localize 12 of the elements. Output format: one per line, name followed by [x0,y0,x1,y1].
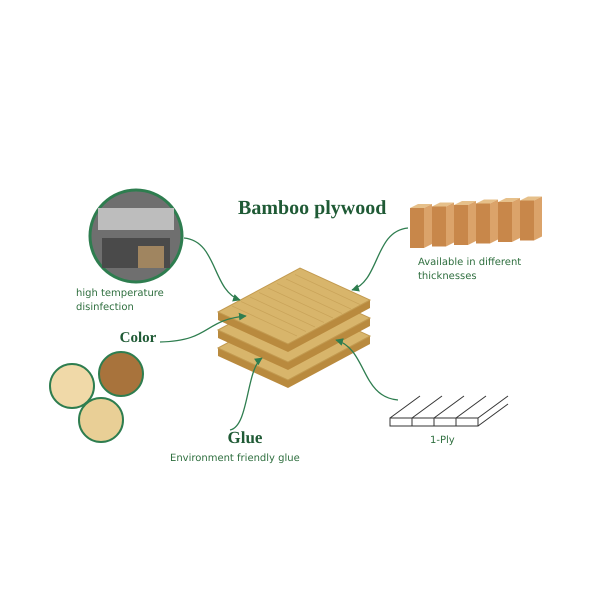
arrow [184,237,241,301]
arrow [335,339,398,401]
arrow [351,227,408,291]
arrow [230,357,263,431]
heading-label: Glue [226,428,264,448]
caption-text: Environment friendly glue [170,452,301,466]
caption-text: 1-Ply [430,434,456,448]
heading-label: Color [118,329,158,348]
arrow [160,313,247,343]
caption-text: high temperature disinfection [76,287,165,315]
title: Bamboo plywood [238,196,386,220]
caption-text: Available in different thicknesses [418,256,522,284]
